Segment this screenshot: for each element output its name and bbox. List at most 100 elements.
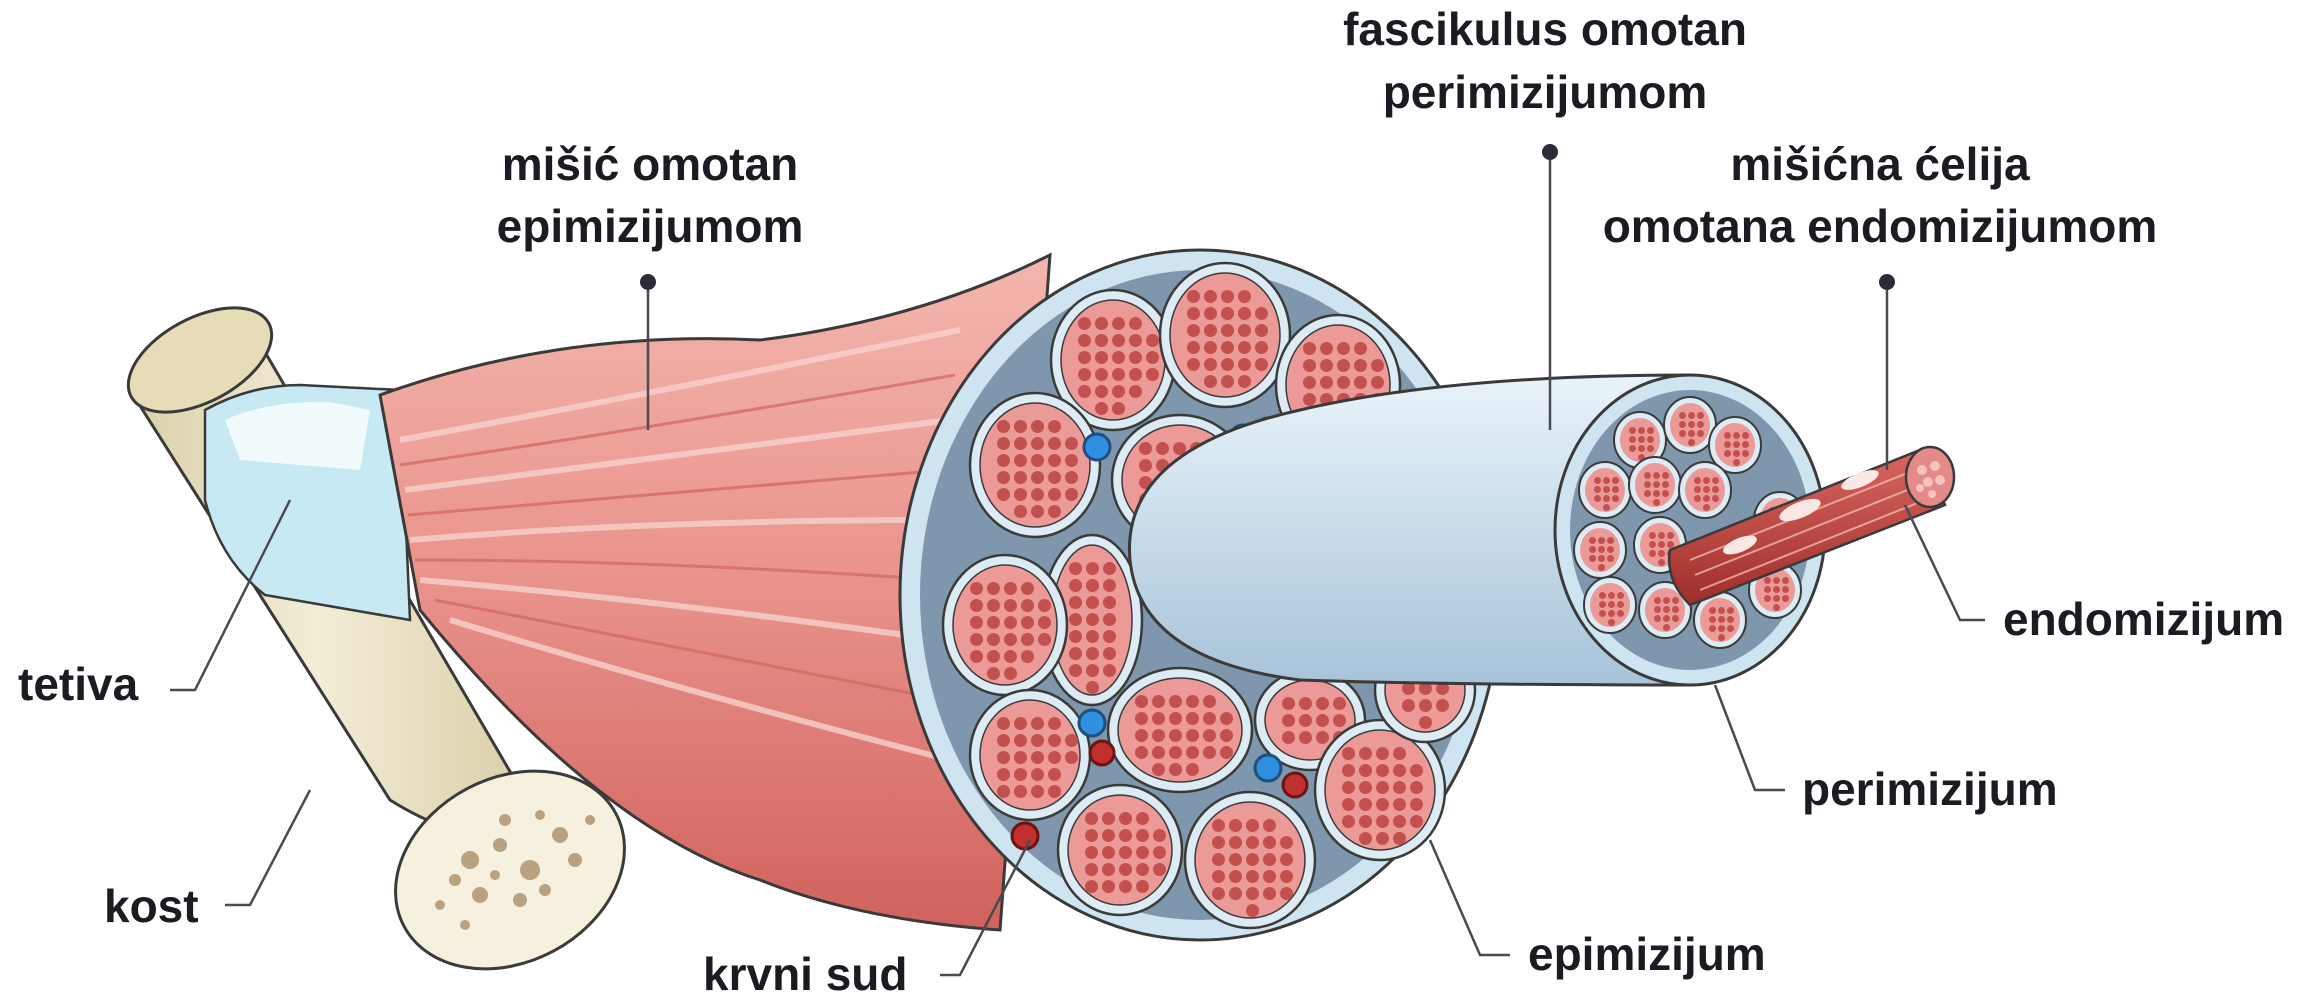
myofibril (1152, 763, 1165, 776)
label-fascicle-line2: perimizijumom (1383, 66, 1708, 118)
myofibril (1320, 359, 1333, 372)
myofibril (1376, 798, 1389, 811)
myofibril (1014, 751, 1027, 764)
myofibril (1603, 495, 1610, 502)
myofibril (1102, 829, 1115, 842)
myofibril (1203, 695, 1216, 708)
myofibril (1048, 420, 1061, 433)
myofibril (1594, 495, 1601, 502)
myofibril (1654, 606, 1661, 613)
myofibril (1608, 601, 1615, 608)
myofibril (1014, 437, 1027, 450)
myofibril (1038, 616, 1051, 629)
myofibril (1603, 477, 1610, 484)
myofibril (1204, 341, 1217, 354)
artery (1012, 823, 1038, 849)
myofibril (1724, 441, 1731, 448)
myofibril (1095, 334, 1108, 347)
myofibril (1038, 599, 1051, 612)
myofibril (1220, 729, 1233, 742)
myofibril (1299, 697, 1312, 710)
fascicle-cross-section (943, 555, 1067, 695)
myofibril (1004, 599, 1017, 612)
myofibril (1129, 368, 1142, 381)
myofibril (1102, 846, 1115, 859)
myofibril (1282, 697, 1295, 710)
myofibril (1146, 334, 1159, 347)
myofibril (1065, 437, 1078, 450)
myofibril (1119, 863, 1132, 876)
myofibril (1376, 815, 1389, 828)
myofibril (997, 717, 1010, 730)
myofibril (1703, 477, 1710, 484)
myofibril (1299, 731, 1312, 744)
myofibril (1139, 442, 1152, 455)
myofibril (1004, 616, 1017, 629)
myofibril (1342, 798, 1355, 811)
myofibril (1136, 812, 1149, 825)
myofibril (997, 471, 1010, 484)
myofibril (1021, 599, 1034, 612)
myofibril (970, 633, 983, 646)
label-perimysium: perimizijum (1802, 763, 2058, 815)
myofibril (1119, 812, 1132, 825)
myofibril (1112, 402, 1125, 415)
myofibril (1078, 317, 1091, 330)
myofibril (1187, 290, 1200, 303)
myofibril (1086, 579, 1099, 592)
fascicle-cross-section (1160, 263, 1290, 407)
myofibril (1112, 368, 1125, 381)
label-muscle-cell-line1: mišićna ćelija (1730, 138, 2030, 190)
myofibril (1085, 863, 1098, 876)
label-muscle-line2: epimizijumom (497, 200, 804, 252)
myofibril (1694, 486, 1701, 493)
myofibril (1095, 351, 1108, 364)
myofibril (1187, 324, 1200, 337)
myofibril (1112, 334, 1125, 347)
myofibril (1316, 731, 1329, 744)
myofibril (1280, 836, 1293, 849)
myofibril (1220, 712, 1233, 725)
myofibril (1014, 768, 1027, 781)
myofibril (1021, 633, 1034, 646)
myofibril (1672, 615, 1679, 622)
myofibril (997, 454, 1010, 467)
fascicle-cross-section (1108, 668, 1252, 792)
myofibril (1663, 615, 1670, 622)
myofibril (1069, 613, 1082, 626)
myofibril (1718, 607, 1725, 614)
fascicle-cross-section (1058, 785, 1182, 915)
myofibril (1246, 836, 1259, 849)
myofibril (1607, 555, 1614, 562)
vein (1084, 434, 1110, 460)
label-blood-vessel: krvni sud (703, 948, 908, 994)
myofibril (1733, 441, 1740, 448)
myofibril (1653, 499, 1660, 506)
myofibril (1146, 351, 1159, 364)
myofibril (1410, 815, 1423, 828)
myofibril (1393, 781, 1406, 794)
myofibril (1246, 870, 1259, 883)
myofibril (1103, 579, 1116, 592)
myofibril (1221, 341, 1234, 354)
myofibril (1709, 616, 1716, 623)
myofibril (1186, 763, 1199, 776)
myofibril (1078, 368, 1091, 381)
myofibril (1679, 421, 1686, 428)
artery (1283, 773, 1307, 797)
myofibril (1688, 430, 1695, 437)
myofibril (1663, 606, 1670, 613)
myofibril (1186, 729, 1199, 742)
myofibril (1644, 490, 1651, 497)
myofibril (1103, 613, 1116, 626)
myofibril (1376, 832, 1389, 845)
myofibril (1436, 699, 1449, 712)
myofibril (1004, 667, 1017, 680)
myofibril (1112, 317, 1125, 330)
myofibril (970, 582, 983, 595)
myofibril (1303, 376, 1316, 389)
myofibril (1612, 495, 1619, 502)
myofibril (1103, 596, 1116, 609)
myofibril (1048, 751, 1061, 764)
myofibril (1255, 324, 1268, 337)
